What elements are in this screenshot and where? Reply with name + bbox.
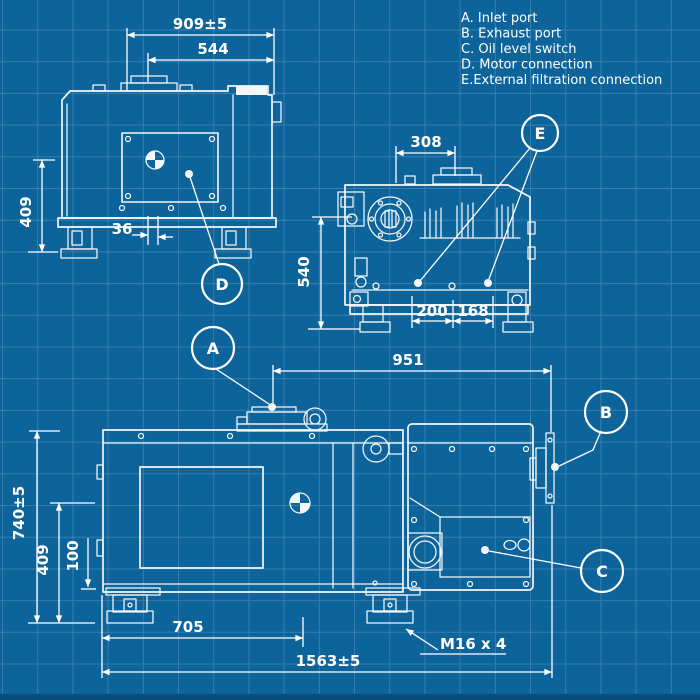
dim-308: 308: [395, 133, 456, 183]
dim-540: 540: [295, 216, 360, 330]
callout-a-label: A: [207, 339, 220, 358]
dim-409-side: 409: [17, 159, 58, 253]
side-view-details: [60, 75, 282, 259]
dim-308-label: 308: [410, 133, 441, 151]
motor-label-plate: [236, 86, 267, 95]
dim-951-label: 951: [392, 351, 423, 369]
end-view-body: [344, 184, 531, 315]
callout-c: C: [481, 546, 625, 594]
callout-a: A: [190, 325, 276, 411]
dim-100: 100: [64, 538, 96, 590]
main-view-body: [102, 423, 534, 593]
legend-item-e: E.External filtration connection: [461, 73, 662, 88]
dim-100-label: 100: [64, 540, 82, 571]
dim-36: 36: [112, 216, 173, 245]
side-view: 909±5 544 409 36 D: [17, 15, 282, 306]
legend-item-c: C. Oil level switch: [461, 42, 576, 57]
legend-item-b: B. Exhaust port: [461, 27, 561, 42]
dim-200-168: 200 168: [411, 296, 494, 328]
dim-200-label: 200: [416, 302, 447, 320]
callout-b-label: B: [600, 403, 612, 422]
legend: A. Inlet port B. Exhaust port C. Oil lev…: [461, 11, 662, 88]
dim-1563-label: 1563±5: [296, 652, 361, 670]
dim-1563: 1563±5: [102, 505, 553, 678]
callout-e-label: E: [535, 124, 546, 143]
dim-540-label: 540: [295, 256, 313, 287]
dim-168-label: 168: [457, 302, 488, 320]
dim-705-label: 705: [172, 618, 203, 636]
center-of-gravity-icon-main: [289, 492, 311, 514]
dim-409-side-label: 409: [17, 196, 35, 227]
dim-740: 740±5: [10, 430, 95, 624]
main-view-details: [96, 406, 555, 624]
end-view-details: [337, 167, 536, 333]
callout-d: D: [185, 170, 244, 306]
legend-item-d: D. Motor connection: [461, 58, 593, 73]
legend-item-a: A. Inlet port: [461, 11, 538, 26]
dim-36-label: 36: [112, 220, 133, 238]
center-of-gravity-icon: [145, 150, 165, 170]
callout-c-label: C: [596, 562, 608, 581]
dim-740-label: 740±5: [10, 486, 28, 540]
bolt-spec-label: M16 x 4: [440, 635, 506, 653]
main-view: 951 740±5 409 100 705 1563±5: [10, 325, 629, 678]
callout-b: B: [551, 389, 629, 471]
dim-544: 544: [147, 40, 275, 82]
dim-909-label: 909±5: [173, 15, 227, 33]
dim-705: 705: [101, 595, 304, 678]
dim-409-main-label: 409: [34, 544, 52, 575]
callout-e: E: [414, 113, 560, 287]
end-view: 308 540 200 168 E: [295, 113, 560, 333]
footer-strip: [0, 694, 700, 700]
bolt-spec: M16 x 4: [405, 628, 506, 655]
dim-544-label: 544: [197, 40, 228, 58]
dim-409-main: 409: [34, 502, 95, 623]
dim-951: 951: [272, 351, 552, 432]
callout-d-label: D: [215, 275, 228, 294]
